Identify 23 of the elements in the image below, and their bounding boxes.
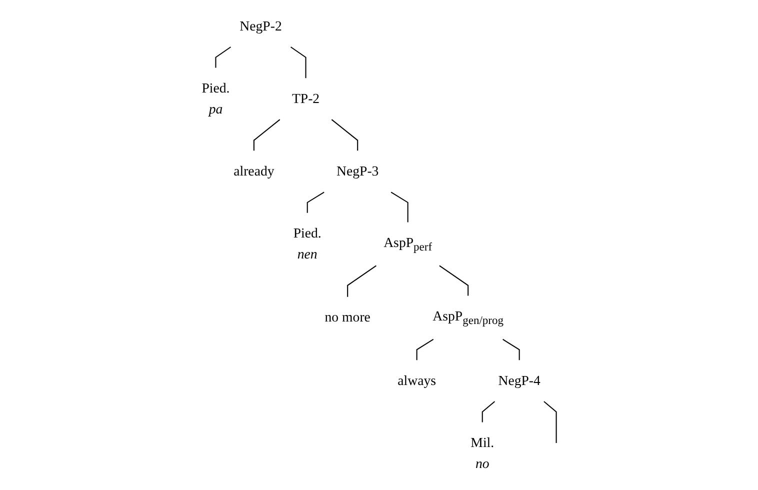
connector [215,46,232,68]
connector [502,338,520,360]
node-text: NegP-3 [336,164,379,179]
connector [482,401,496,422]
node-text: NegP-2 [240,18,282,34]
node-text: always [398,373,436,388]
node-text: already [234,164,274,179]
connector [290,46,306,78]
node-text: Pied. pa [202,80,230,117]
node-text: Mil. no [470,435,494,472]
node-text: TP-2 [292,91,320,106]
node-text: NegP-4 [498,373,540,388]
connector [253,119,280,151]
node-text: Pied. nen [293,226,322,262]
connector [347,265,376,297]
connector [439,265,469,296]
connector [416,338,434,360]
node-text: AspP$_{perf}$ [384,235,432,254]
connector [544,401,557,443]
node-text: AspP$_{gen/prog}$ [432,308,504,327]
node-text: no more [324,310,370,326]
connector [331,119,358,151]
connector [306,192,324,213]
